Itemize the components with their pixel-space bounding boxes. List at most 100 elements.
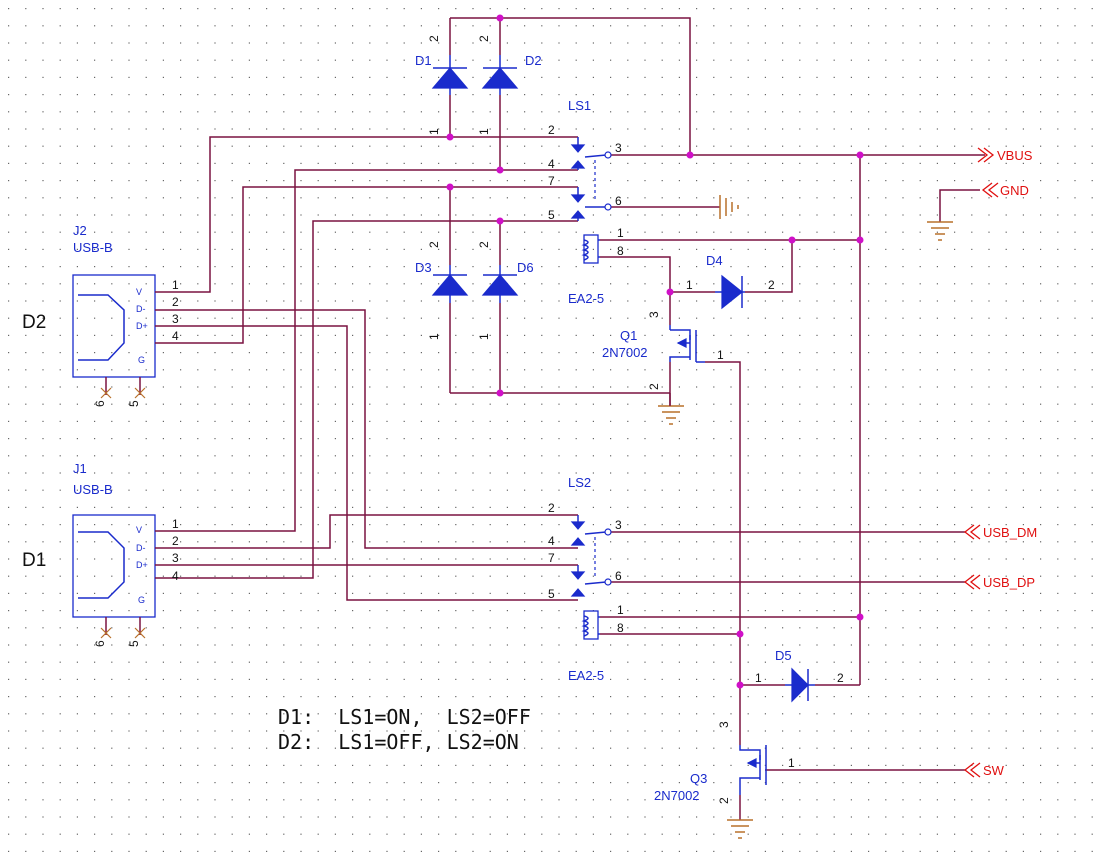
svg-text:4: 4 xyxy=(172,329,179,343)
q3-pin3: 3 xyxy=(717,721,731,728)
d2-pin2: 2 xyxy=(477,35,491,42)
svg-text:D+: D+ xyxy=(136,321,148,331)
d1-pin2: 2 xyxy=(427,35,441,42)
svg-text:6: 6 xyxy=(93,400,107,407)
d5-pin2: 2 xyxy=(837,671,844,685)
ls2-pin6: 6 xyxy=(615,569,622,583)
svg-text:D-: D- xyxy=(136,304,146,314)
relay-ls1: LS1 2 4 7 5 3 6 1 8 EA2-5 xyxy=(548,98,624,306)
d3-pin1: 1 xyxy=(427,333,441,340)
svg-text:SW: SW xyxy=(983,763,1005,778)
ls1-pin6: 6 xyxy=(615,194,622,208)
ground-symbol-q1 xyxy=(658,393,684,425)
svg-text:V: V xyxy=(136,287,142,297)
svg-text:D+: D+ xyxy=(136,560,148,570)
ground-symbol-q3 xyxy=(727,819,753,839)
j1-ref: J1 xyxy=(73,461,87,476)
d6-pin1: 1 xyxy=(477,333,491,340)
relay-ls2: LS2 2 4 7 5 3 6 1 8 EA2-5 xyxy=(548,475,624,683)
ls1-pin7: 7 xyxy=(548,174,555,188)
diode-d2: 2 1 D2 xyxy=(477,35,542,135)
ls2-pin5: 5 xyxy=(548,587,555,601)
svg-text:2: 2 xyxy=(172,295,179,309)
ls1-pin4: 4 xyxy=(548,157,555,171)
q1-pin2: 2 xyxy=(647,383,661,390)
net-label-sw: SW xyxy=(963,762,1005,778)
d1-ref: D1 xyxy=(415,53,432,68)
ls2-pin3: 3 xyxy=(615,518,622,532)
ls1-pin2: 2 xyxy=(548,123,555,137)
ls2-part: EA2-5 xyxy=(568,668,604,683)
svg-text:G: G xyxy=(138,595,145,605)
d6-pin2: 2 xyxy=(477,241,491,248)
q1-pin3: 3 xyxy=(647,311,661,318)
svg-text:3: 3 xyxy=(172,312,179,326)
ls1-pin5: 5 xyxy=(548,208,555,222)
ls2-ref: LS2 xyxy=(568,475,591,490)
svg-text:USB_DP: USB_DP xyxy=(983,575,1035,590)
svg-text:VBUS: VBUS xyxy=(997,148,1033,163)
mosfet-q1: 3 2 1 Q1 2N7002 xyxy=(602,311,724,390)
q3-pin2: 2 xyxy=(717,797,731,804)
junction-dots xyxy=(446,14,864,689)
d2-pin1: 1 xyxy=(477,128,491,135)
net-label-gnd: GND xyxy=(981,182,1029,198)
ground-symbol-ls1 xyxy=(719,195,739,219)
j2-ref: J2 xyxy=(73,223,87,238)
svg-text:6: 6 xyxy=(93,640,107,647)
d5-ref: D5 xyxy=(775,648,792,663)
svg-text:3: 3 xyxy=(172,551,179,565)
usb-connector-j1: J1 USB-B D1 V D- D+ G 1 2 3 4 6 5 xyxy=(22,461,179,647)
ls1-pin1: 1 xyxy=(617,226,624,240)
diode-d6: 2 1 D6 xyxy=(477,241,534,340)
net-label-usb-dm: USB_DM xyxy=(963,524,1037,540)
svg-text:D-: D- xyxy=(136,543,146,553)
diode-d3: 2 1 D3 xyxy=(415,241,469,340)
svg-text:5: 5 xyxy=(127,640,141,647)
ls2-pin8: 8 xyxy=(617,621,624,635)
grid-dots xyxy=(8,8,1093,852)
ls1-pin3: 3 xyxy=(615,141,622,155)
d3-ref: D3 xyxy=(415,260,432,275)
ls2-pin1: 1 xyxy=(617,603,624,617)
svg-text:1: 1 xyxy=(172,517,179,531)
d6-ref: D6 xyxy=(517,260,534,275)
svg-text:2: 2 xyxy=(172,534,179,548)
svg-text:G: G xyxy=(138,355,145,365)
q1-part: 2N7002 xyxy=(602,345,648,360)
svg-text:USB_DM: USB_DM xyxy=(983,525,1037,540)
svg-text:1: 1 xyxy=(172,278,179,292)
mosfet-q3: 3 2 1 Q3 2N7002 xyxy=(654,721,795,804)
ls2-pin2: 2 xyxy=(548,501,555,515)
ls1-ref: LS1 xyxy=(568,98,591,113)
d4-pin1: 1 xyxy=(686,278,693,292)
q1-ref: Q1 xyxy=(620,328,637,343)
net-label-vbus: VBUS xyxy=(977,147,1033,163)
j1-type: USB-B xyxy=(73,482,113,497)
ground-symbol-gnd xyxy=(927,221,953,241)
svg-text:4: 4 xyxy=(172,569,179,583)
ls1-part: EA2-5 xyxy=(568,291,604,306)
j2-side-label: D2 xyxy=(22,312,46,333)
ls1-pin8: 8 xyxy=(617,244,624,258)
svg-text:GND: GND xyxy=(1000,183,1029,198)
note-line-1: D1: LS1=ON, LS2=OFF xyxy=(278,705,531,729)
ls2-pin4: 4 xyxy=(548,534,555,548)
diode-d5: 1 2 D5 xyxy=(755,648,844,703)
diode-d1: 2 1 D1 xyxy=(415,35,469,135)
d1-pin1: 1 xyxy=(427,128,441,135)
svg-text:5: 5 xyxy=(127,400,141,407)
ls2-pin7: 7 xyxy=(548,551,555,565)
svg-text:V: V xyxy=(136,525,142,535)
net-label-usb-dp: USB_DP xyxy=(963,574,1035,590)
note-line-2: D2: LS1=OFF, LS2=ON xyxy=(278,730,519,754)
d5-pin1: 1 xyxy=(755,671,762,685)
diode-d4: 1 2 D4 xyxy=(686,253,775,310)
j1-side-label: D1 xyxy=(22,550,46,571)
d3-pin2: 2 xyxy=(427,241,441,248)
j2-type: USB-B xyxy=(73,240,113,255)
q1-pin1: 1 xyxy=(717,348,724,362)
wires xyxy=(160,17,985,820)
usb-connector-j2: J2 USB-B D2 V D- D+ G 1 2 3 4 6 5 xyxy=(22,223,179,407)
